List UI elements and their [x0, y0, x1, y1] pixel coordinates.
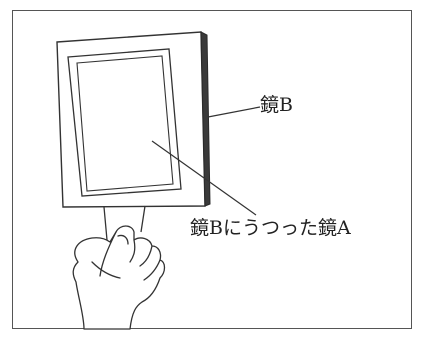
label-mirror-b-reflecting-a: 鏡Bにうつった鏡A: [190, 217, 351, 239]
hand: [72, 225, 166, 330]
label-mirror-b: 鏡B: [260, 94, 293, 116]
leader-line-mirror-b: [207, 106, 261, 118]
mirror-handle: [103, 205, 146, 241]
figure-frame: [12, 10, 412, 329]
reflected-mirror-a-inner: [76, 55, 174, 192]
mirror-b-edge: [200, 31, 211, 207]
reflected-mirror-a-outer: [67, 48, 182, 197]
leader-line-mirror-a: [151, 140, 257, 216]
